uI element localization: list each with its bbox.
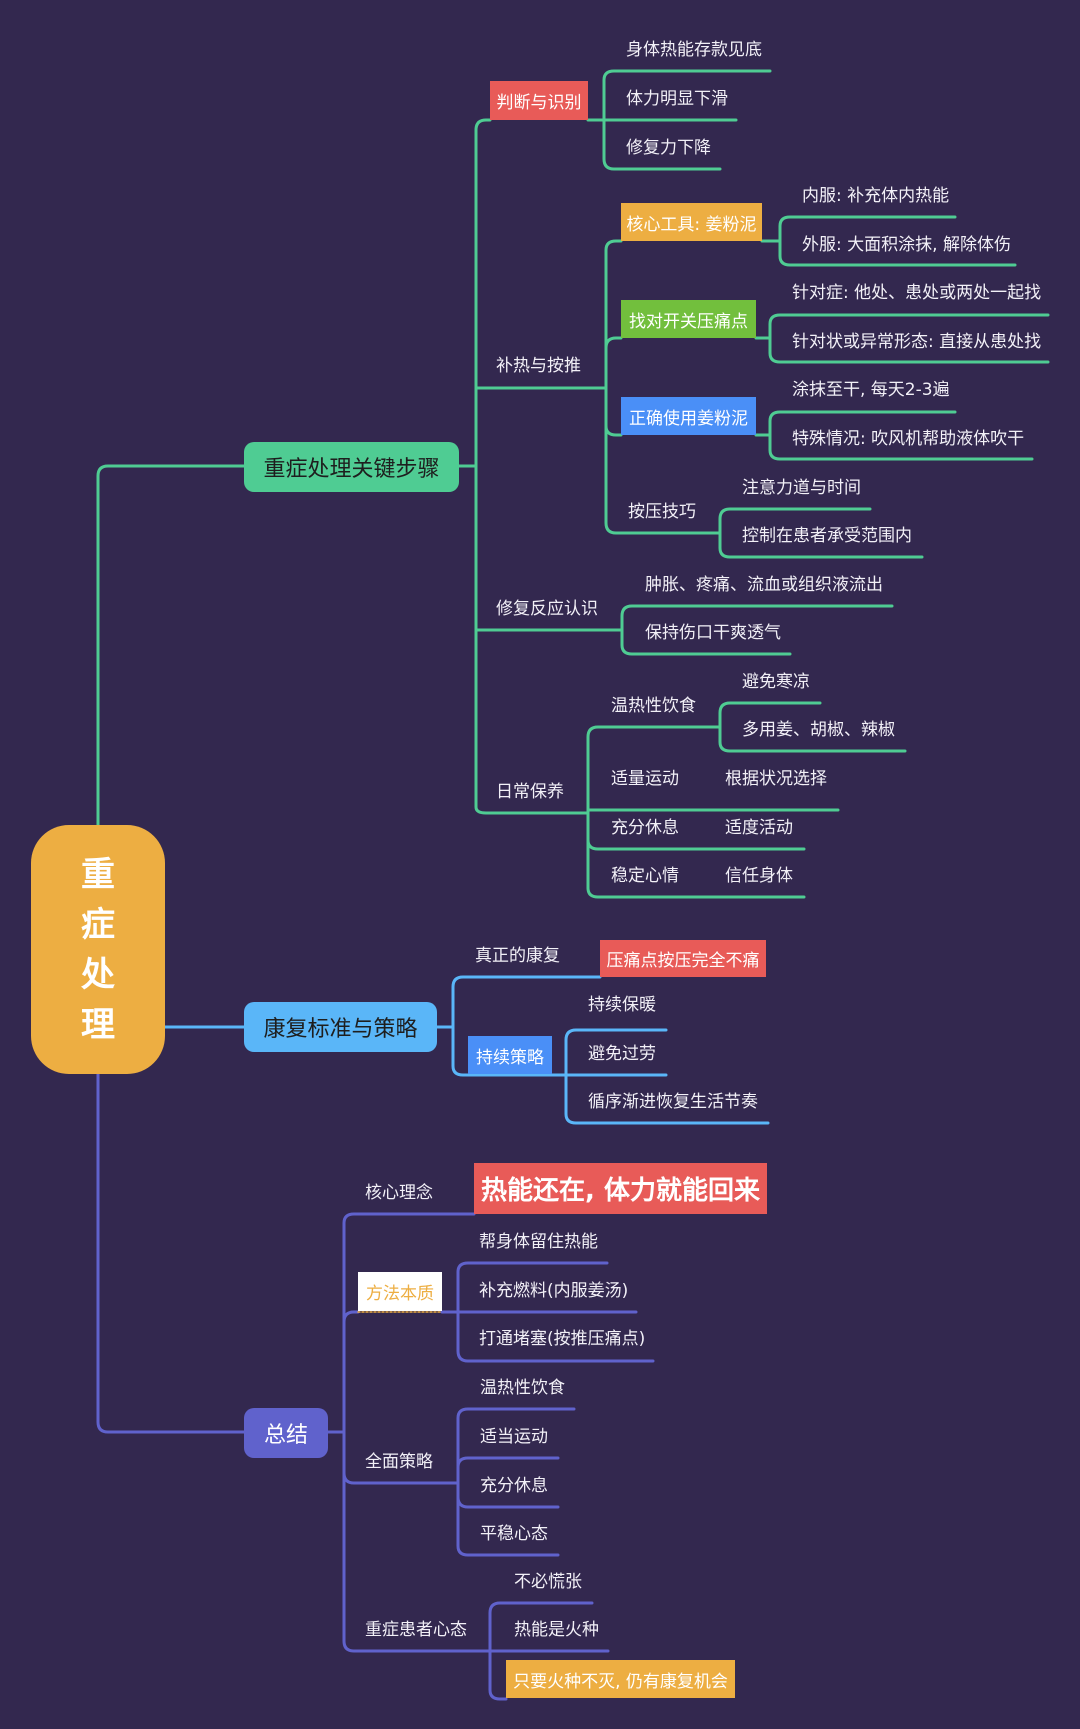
- use-item[interactable]: 涂抹至干, 每天2-3遍: [792, 380, 950, 400]
- node-overall[interactable]: 全面策略: [365, 1452, 433, 1472]
- branch3-connectors: [96, 1072, 655, 1701]
- daily-row-value[interactable]: 信任身体: [725, 866, 793, 886]
- node-point[interactable]: 找对开关压痛点: [621, 300, 756, 338]
- root-node[interactable]: 重 症 处 理: [31, 825, 165, 1074]
- use-item[interactable]: 特殊情况: 吹风机帮助液体吹干: [792, 429, 1025, 449]
- daily-row-value[interactable]: 根据状况选择: [725, 769, 827, 789]
- node-real-recovery[interactable]: 真正的康复: [475, 946, 560, 966]
- root-char: 处: [81, 954, 115, 995]
- root-char: 理: [81, 1004, 115, 1045]
- mind-tag[interactable]: 只要火种不灭, 仍有康复机会: [506, 1660, 735, 1698]
- judge-item[interactable]: 体力明显下滑: [626, 89, 728, 109]
- node-heat[interactable]: 补热与按推: [496, 356, 581, 376]
- branch-recovery[interactable]: 康复标准与策略: [244, 1002, 437, 1052]
- branch2-connectors: [163, 975, 770, 1125]
- overall-item[interactable]: 温热性饮食: [480, 1378, 565, 1398]
- branch1-connectors: [96, 69, 1050, 899]
- diet-item[interactable]: 避免寒凉: [742, 672, 810, 692]
- core-tag[interactable]: 热能还在, 体力就能回来: [474, 1163, 767, 1214]
- node-judge[interactable]: 判断与识别: [490, 81, 588, 120]
- press-item[interactable]: 控制在患者承受范围内: [742, 526, 912, 546]
- node-daily[interactable]: 日常保养: [496, 782, 564, 802]
- node-tool[interactable]: 核心工具: 姜粉泥: [621, 203, 762, 241]
- keep-item[interactable]: 持续保暖: [588, 995, 656, 1015]
- overall-item[interactable]: 适当运动: [480, 1427, 548, 1447]
- point-item[interactable]: 针对症: 他处、患处或两处一起找: [792, 283, 1042, 303]
- method-item[interactable]: 打通堵塞(按推压痛点): [479, 1329, 646, 1349]
- tool-item[interactable]: 外服: 大面积涂抹, 解除体伤: [802, 235, 1011, 255]
- node-press[interactable]: 按压技巧: [628, 502, 696, 522]
- method-item[interactable]: 补充燃料(内服姜汤): [479, 1281, 629, 1301]
- mind-item[interactable]: 不必慌张: [514, 1572, 582, 1592]
- node-diet[interactable]: 温热性饮食: [611, 696, 696, 716]
- mind-item[interactable]: 热能是火种: [514, 1620, 599, 1640]
- real-recovery-tag[interactable]: 压痛点按压完全不痛: [600, 940, 766, 977]
- root-char: 症: [81, 904, 115, 945]
- keep-item[interactable]: 循序渐进恢复生活节奏: [588, 1092, 758, 1112]
- branch-key-steps[interactable]: 重症处理关键步骤: [244, 442, 459, 492]
- diet-item[interactable]: 多用姜、胡椒、辣椒: [742, 720, 895, 740]
- node-repair[interactable]: 修复反应认识: [496, 599, 598, 619]
- repair-item[interactable]: 保持伤口干爽透气: [645, 623, 781, 643]
- method-item[interactable]: 帮身体留住热能: [479, 1232, 598, 1252]
- overall-item[interactable]: 充分休息: [480, 1476, 548, 1496]
- daily-row-value[interactable]: 适度活动: [725, 818, 793, 838]
- daily-row-label[interactable]: 充分休息: [611, 818, 679, 838]
- repair-item[interactable]: 肿胀、疼痛、流血或组织液流出: [645, 575, 883, 595]
- keep-item[interactable]: 避免过劳: [588, 1044, 656, 1064]
- judge-item[interactable]: 修复力下降: [626, 138, 711, 158]
- branch-summary[interactable]: 总结: [244, 1408, 328, 1458]
- root-char: 重: [81, 854, 115, 895]
- overall-item[interactable]: 平稳心态: [480, 1524, 548, 1544]
- daily-row-label[interactable]: 稳定心情: [611, 866, 679, 886]
- node-use[interactable]: 正确使用姜粉泥: [621, 397, 756, 435]
- judge-item[interactable]: 身体热能存款见底: [626, 40, 762, 60]
- node-keep[interactable]: 持续策略: [468, 1036, 552, 1074]
- point-item[interactable]: 针对状或异常形态: 直接从患处找: [792, 332, 1042, 352]
- node-core[interactable]: 核心理念: [365, 1183, 433, 1203]
- tool-item[interactable]: 内服: 补充体内热能: [802, 186, 950, 206]
- node-method[interactable]: 方法本质: [358, 1272, 442, 1311]
- daily-row-label[interactable]: 适量运动: [611, 769, 679, 789]
- node-mind[interactable]: 重症患者心态: [365, 1620, 467, 1640]
- press-item[interactable]: 注意力道与时间: [742, 478, 861, 498]
